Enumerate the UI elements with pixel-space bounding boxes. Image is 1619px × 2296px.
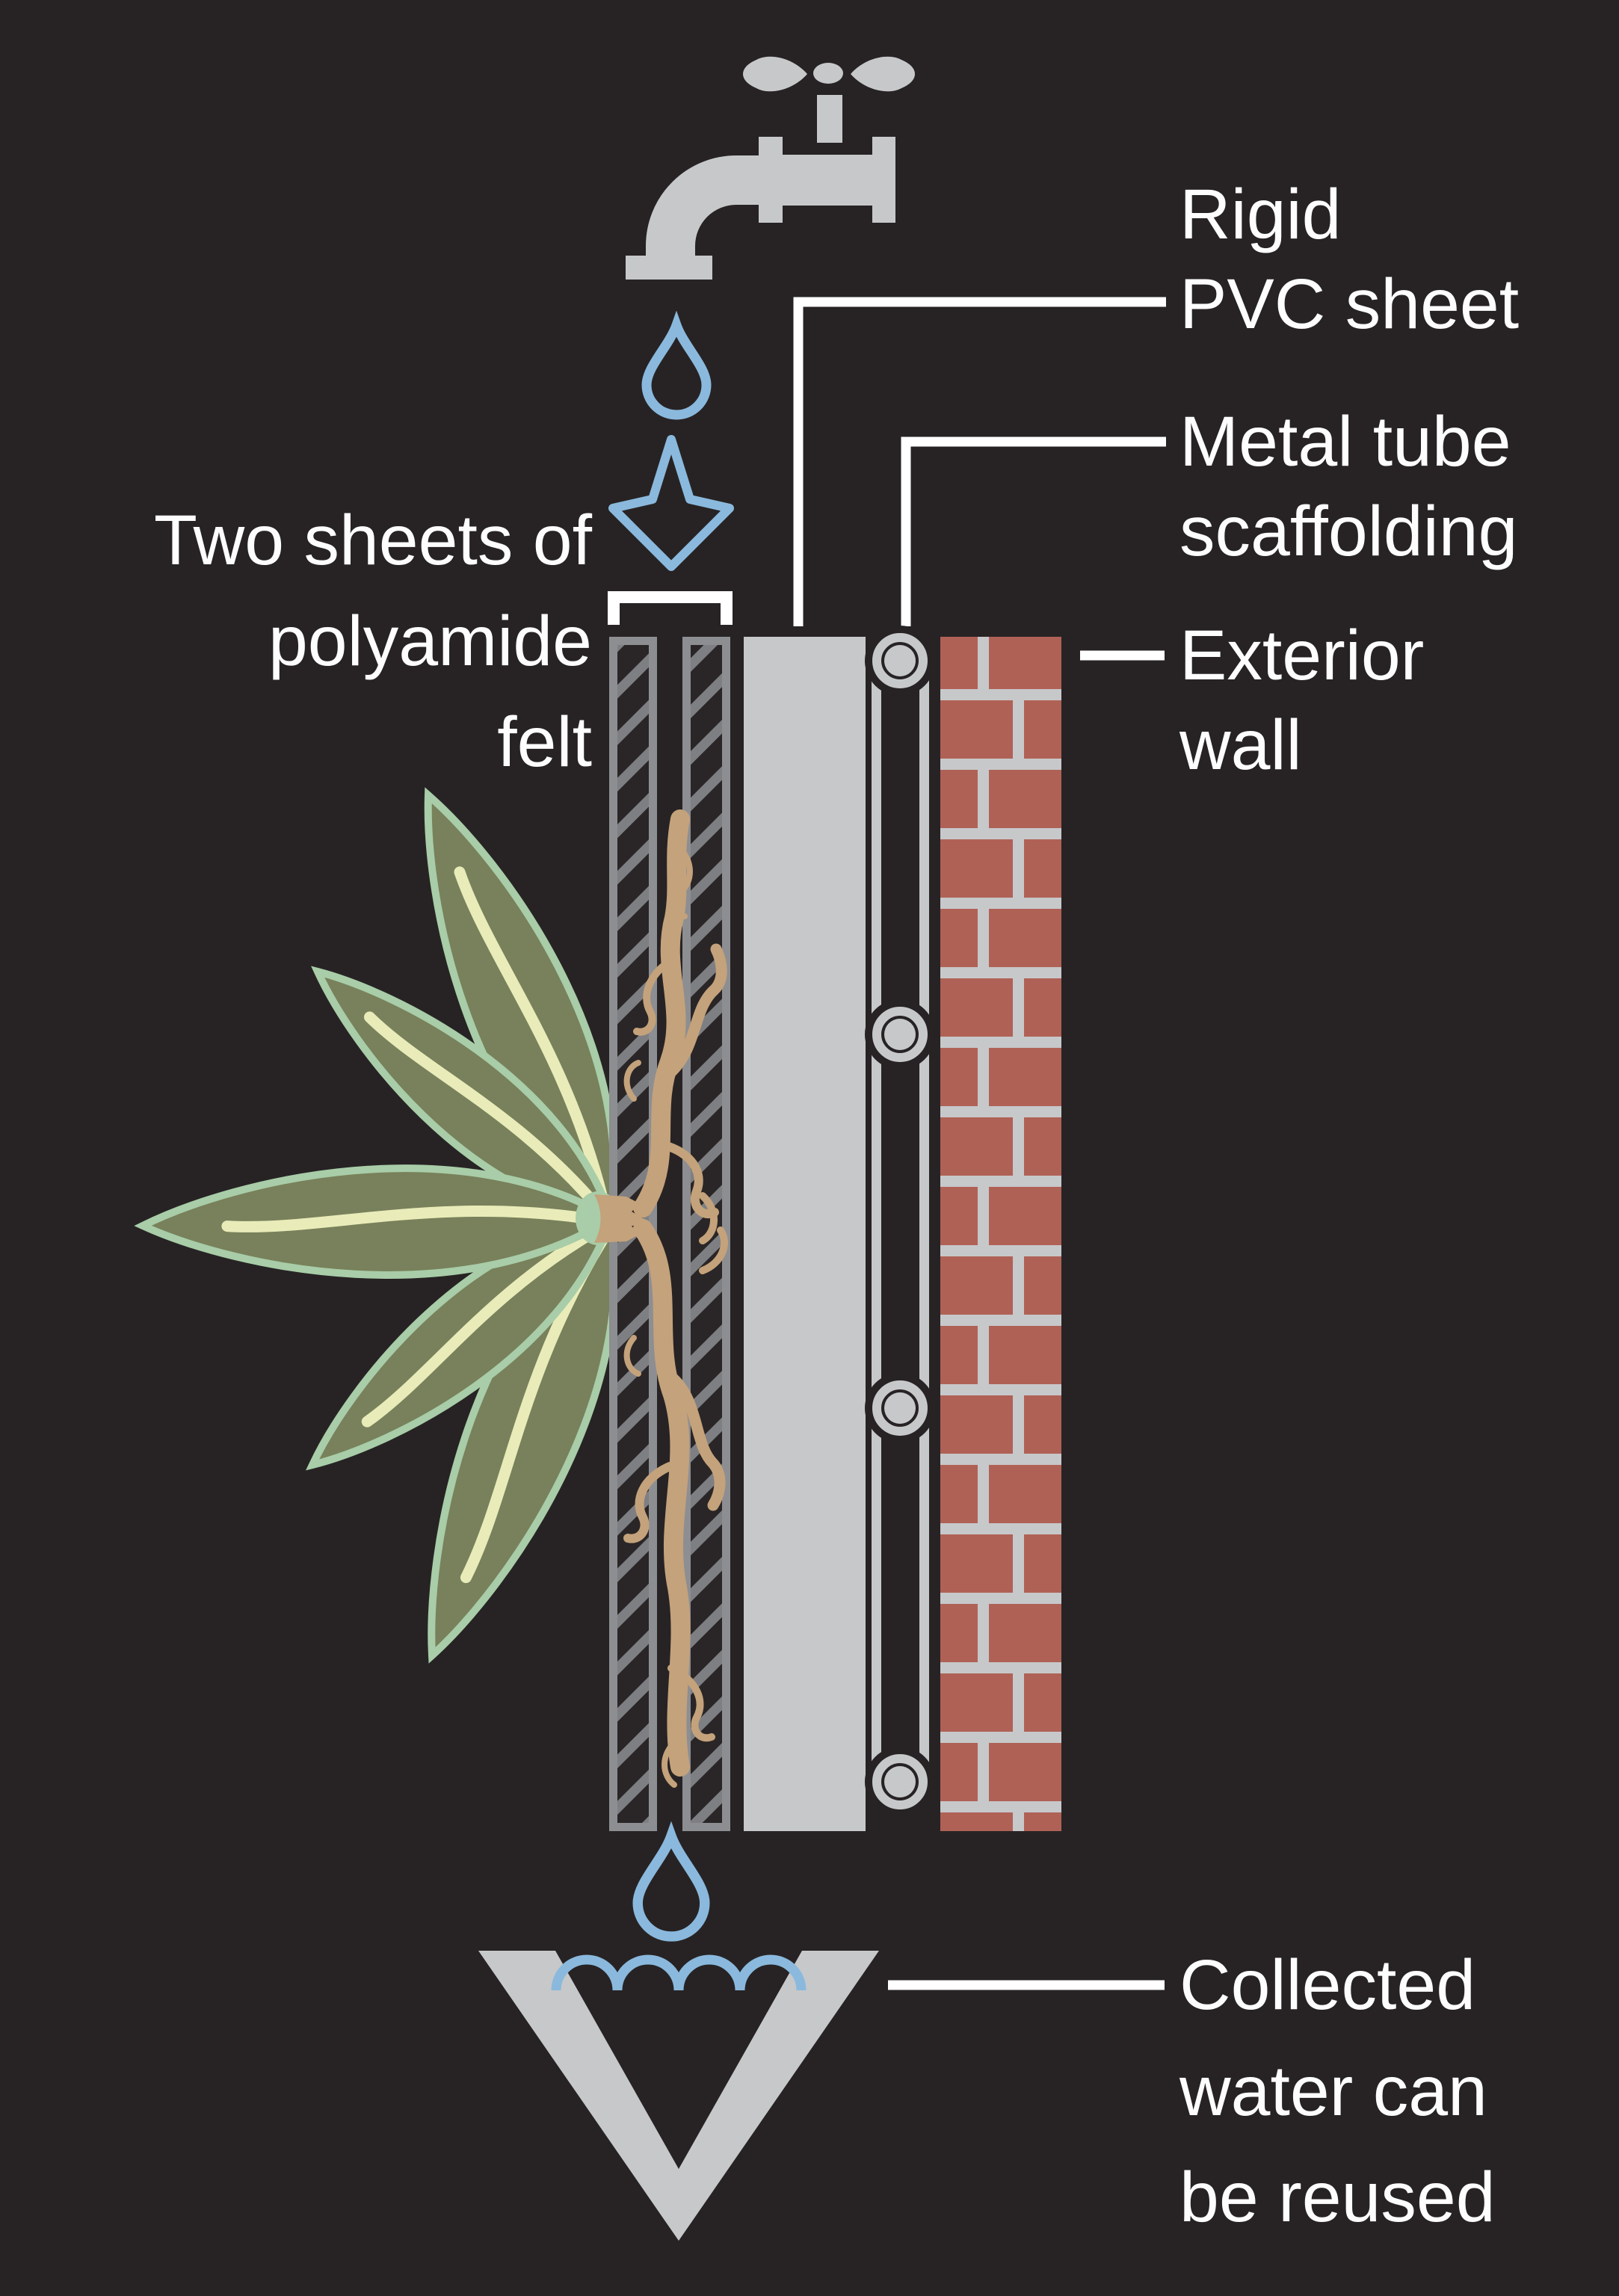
label-line: be reused [1179,2158,1496,2237]
label-line: Rigid [1179,175,1342,254]
label-line: water can [1179,2052,1487,2131]
label-rigid-pvc-sheet: Rigid PVC sheet [1179,170,1519,349]
label-line: Two sheets of [153,501,592,580]
down-arrow-icon [608,435,734,571]
brick-wall [940,637,1061,1831]
collection-funnel [478,1951,879,2241]
label-line: Collected [1179,1945,1476,2025]
scaffold-joint [865,1373,935,1443]
scaffold-joint [865,626,935,696]
water-surface [551,1954,807,1991]
scaffold-joints [865,626,935,1817]
scaffold-tube [872,661,929,1782]
label-collected-water: Collected water can be reused [1179,1932,1496,2250]
plant-roots [623,809,728,1788]
label-metal-tube-scaffolding: Metal tube scaffolding [1179,397,1517,576]
leader-pvc [793,297,1166,626]
felt-bracket [608,591,733,625]
label-line: felt [497,703,592,782]
label-line: Exterior [1179,616,1425,695]
plant-leaves [134,787,620,1664]
label-line: wall [1179,706,1302,785]
label-line: Metal tube [1179,402,1511,481]
water-drop-icon-bottom [632,1821,710,1942]
water-drop-icon-top [641,310,712,420]
leaf-vein [454,866,608,1203]
leaf-vein [361,1225,602,1428]
faucet-icon [626,56,915,280]
pvc-sheet [744,637,866,1831]
leaf-vein [221,1205,594,1232]
leader-metal [901,436,1166,626]
label-exterior-wall: Exterior wall [1179,611,1424,790]
scaffold-joint [865,1747,935,1817]
label-line: PVC sheet [1179,265,1520,344]
plant-trunk [594,1194,644,1243]
label-line: scaffolding [1179,492,1518,571]
label-two-sheets-felt: Two sheets of polyamide felt [90,490,592,793]
scaffold-joint [865,999,935,1070]
label-line: polyamide [268,602,592,681]
leaf-vein [363,1011,602,1212]
